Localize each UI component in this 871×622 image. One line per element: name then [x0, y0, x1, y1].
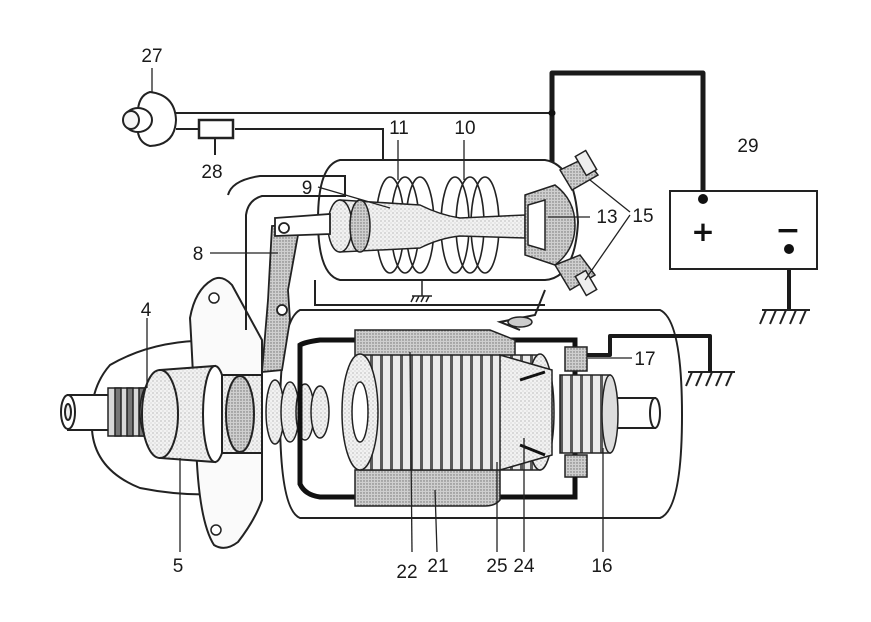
battery: + −: [669, 190, 818, 270]
solenoid-plunger: [327, 199, 526, 253]
commutator: [559, 374, 619, 454]
drive-helix: [265, 379, 330, 445]
label-21: 21: [427, 556, 448, 577]
engagement-lever: [261, 213, 331, 374]
label-24: 24: [513, 556, 535, 577]
wire-junction: [548, 109, 556, 117]
label-4: 4: [141, 300, 152, 321]
leader-lines: [146, 68, 632, 553]
label-28: 28: [201, 162, 222, 183]
label-8: 8: [193, 244, 204, 265]
label-17: 17: [634, 349, 655, 370]
wiring: [172, 112, 555, 168]
field-coil-bottom: [354, 469, 501, 507]
pole-shoe: [499, 354, 553, 471]
wire-relay: [235, 128, 384, 168]
label-29: 29: [737, 136, 758, 157]
ground-symbol-solenoid: [410, 280, 432, 303]
label-27: 27: [141, 46, 162, 67]
lever-bracket-lower: [314, 280, 545, 306]
label-5: 5: [173, 556, 184, 577]
ground-symbol-motor: [685, 371, 735, 387]
label-10: 10: [454, 118, 475, 139]
label-16: 16: [591, 556, 612, 577]
pinion-shaft: [60, 394, 113, 431]
overrunning-clutch: [141, 364, 263, 464]
ground-symbol-battery: [759, 309, 810, 325]
label-9: 9: [302, 178, 313, 199]
part-labels: 27 28 11 10 29 9 13 15 8 4 17 5 22 21 25…: [141, 46, 759, 583]
brush: [564, 346, 588, 478]
ignition-switch: [122, 90, 178, 148]
contact-disc: [524, 184, 576, 266]
label-15: 15: [632, 206, 653, 227]
label-11: 11: [389, 118, 409, 139]
solenoid-terminals: [496, 149, 600, 331]
lever-bracket: [227, 175, 346, 330]
field-coil-top: [354, 329, 516, 361]
battery-minus-sign: −: [775, 213, 800, 248]
label-25: 25: [486, 556, 507, 577]
brush-ground-cable: [587, 334, 712, 372]
label-13: 13: [596, 207, 617, 228]
label-22: 22: [396, 562, 417, 583]
battery-positive-cable: [549, 70, 706, 198]
relay-box: [197, 118, 235, 140]
battery-plus-sign: +: [691, 215, 714, 248]
